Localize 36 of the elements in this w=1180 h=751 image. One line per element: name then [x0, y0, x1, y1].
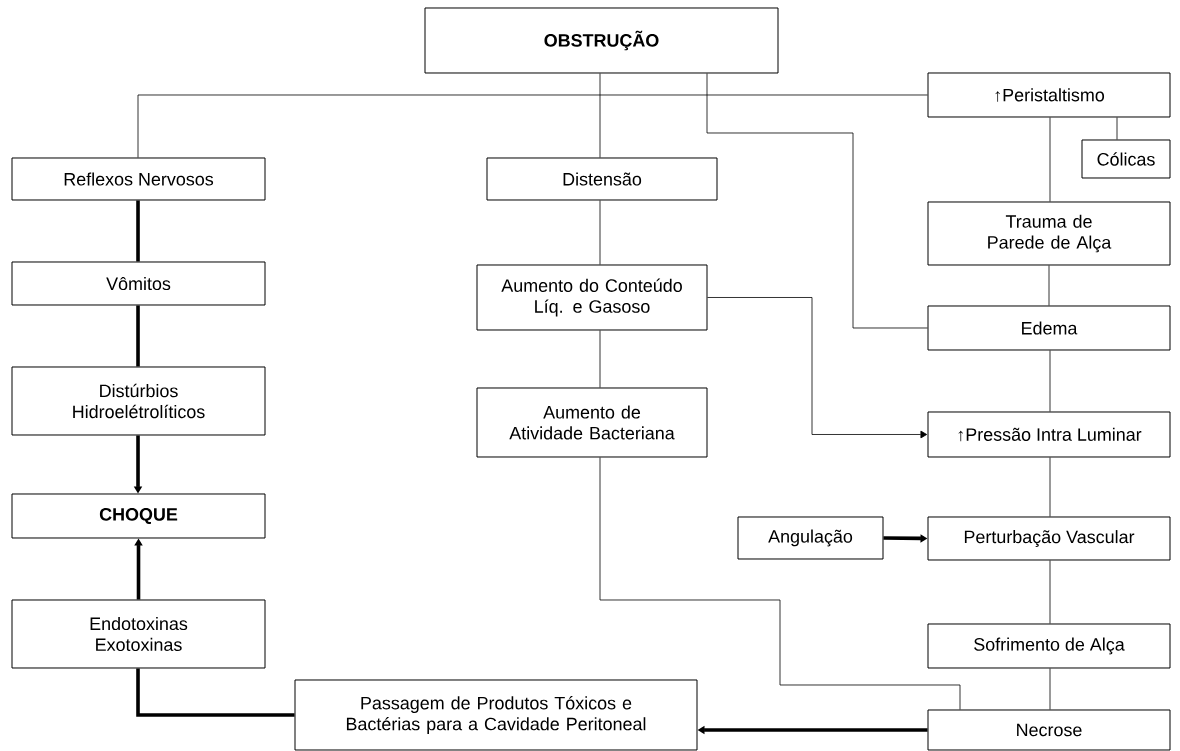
process-box: ↑Peristaltismo — [927, 72, 1171, 118]
connector-line — [1049, 457, 1051, 517]
connector-line — [1048, 265, 1050, 306]
connector-line — [599, 200, 601, 265]
process-box: Necrose — [927, 709, 1171, 751]
connector-line — [1116, 117, 1118, 140]
connector-line — [136, 305, 140, 367]
process-box: Endotoxinas Exotoxinas — [11, 599, 266, 669]
connector-line — [1049, 560, 1051, 624]
arrow — [707, 297, 928, 439]
connector-line — [1049, 117, 1051, 202]
process-box: Cólicas — [1081, 139, 1171, 179]
connector-line — [137, 94, 928, 158]
process-box: Passagem de Produtos Tóxicos e Bactérias para a Cavidade Peritoneal — [294, 679, 698, 751]
connector-line — [599, 457, 961, 710]
connector-line — [136, 200, 140, 262]
process-box: Distensão — [486, 157, 718, 201]
process-box: Edema — [927, 305, 1171, 351]
process-box: CHOQUE — [11, 493, 266, 539]
connector-line — [1049, 668, 1051, 710]
process-box: Angulação — [737, 516, 884, 560]
connector-line — [136, 668, 295, 717]
process-box: Aumento de Atividade Bacteriana — [476, 387, 708, 458]
process-box: ↑Pressão Intra Luminar — [927, 411, 1171, 458]
process-box: Reflexos Nervosos — [11, 157, 266, 201]
process-box: Aumento do Conteúdo Líq. e Gasoso — [476, 264, 708, 331]
connector-line — [1049, 350, 1051, 412]
process-box: Vômitos — [11, 261, 266, 306]
process-box: Distúrbios Hidroelétrolíticos — [11, 366, 266, 436]
connector-line — [599, 73, 601, 158]
process-box: Trauma de Parede de Alça — [927, 201, 1171, 266]
connector-line — [599, 330, 601, 388]
connector-line — [706, 73, 928, 329]
title-box: OBSTRUÇÃO — [424, 7, 779, 74]
process-box: Sofrimento de Alça — [927, 623, 1171, 669]
process-box: Perturbação Vascular — [927, 516, 1171, 561]
